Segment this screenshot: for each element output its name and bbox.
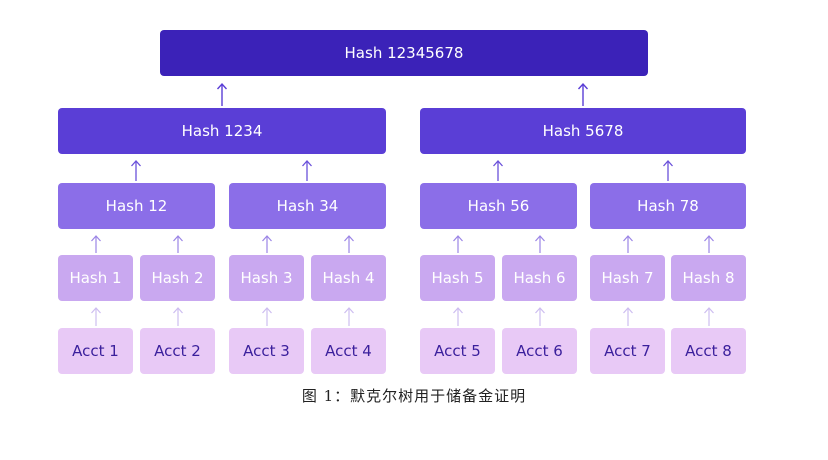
- up-arrow-icon: [91, 235, 101, 253]
- up-arrow-icon: [493, 160, 503, 181]
- up-arrow-icon: [453, 235, 463, 253]
- account-node: Acct 6: [502, 328, 577, 374]
- leaf-hash-node: Hash 4: [311, 255, 386, 301]
- up-arrow-icon: [262, 235, 272, 253]
- account-node: Acct 3: [229, 328, 304, 374]
- level3-hash-node: Hash 56: [420, 183, 577, 229]
- up-arrow-icon: [623, 235, 633, 253]
- account-node: Acct 8: [671, 328, 746, 374]
- up-arrow-icon: [173, 235, 183, 253]
- up-arrow-icon: [262, 307, 272, 326]
- account-node: Acct 7: [590, 328, 665, 374]
- level3-hash-node: Hash 78: [590, 183, 746, 229]
- leaf-hash-node: Hash 8: [671, 255, 746, 301]
- up-arrow-icon: [704, 307, 714, 326]
- up-arrow-icon: [344, 235, 354, 253]
- up-arrow-icon: [535, 235, 545, 253]
- root-hash-node: Hash 12345678: [160, 30, 648, 76]
- level2-hash-node: Hash 1234: [58, 108, 386, 154]
- leaf-hash-node: Hash 2: [140, 255, 215, 301]
- leaf-hash-node: Hash 7: [590, 255, 665, 301]
- up-arrow-icon: [704, 235, 714, 253]
- up-arrow-icon: [623, 307, 633, 326]
- account-node: Acct 2: [140, 328, 215, 374]
- up-arrow-icon: [453, 307, 463, 326]
- account-node: Acct 1: [58, 328, 133, 374]
- leaf-hash-node: Hash 3: [229, 255, 304, 301]
- up-arrow-icon: [91, 307, 101, 326]
- up-arrow-icon: [344, 307, 354, 326]
- leaf-hash-node: Hash 5: [420, 255, 495, 301]
- up-arrow-icon: [535, 307, 545, 326]
- up-arrow-icon: [173, 307, 183, 326]
- figure-caption: 图 1：默克尔树用于储备金证明: [301, 387, 527, 405]
- up-arrow-icon: [216, 82, 228, 106]
- leaf-hash-node: Hash 1: [58, 255, 133, 301]
- leaf-hash-node: Hash 6: [502, 255, 577, 301]
- up-arrow-icon: [131, 160, 141, 181]
- up-arrow-icon: [577, 82, 589, 106]
- level2-hash-node: Hash 5678: [420, 108, 746, 154]
- level3-hash-node: Hash 12: [58, 183, 215, 229]
- up-arrow-icon: [302, 160, 312, 181]
- account-node: Acct 5: [420, 328, 495, 374]
- level3-hash-node: Hash 34: [229, 183, 386, 229]
- account-node: Acct 4: [311, 328, 386, 374]
- up-arrow-icon: [663, 160, 673, 181]
